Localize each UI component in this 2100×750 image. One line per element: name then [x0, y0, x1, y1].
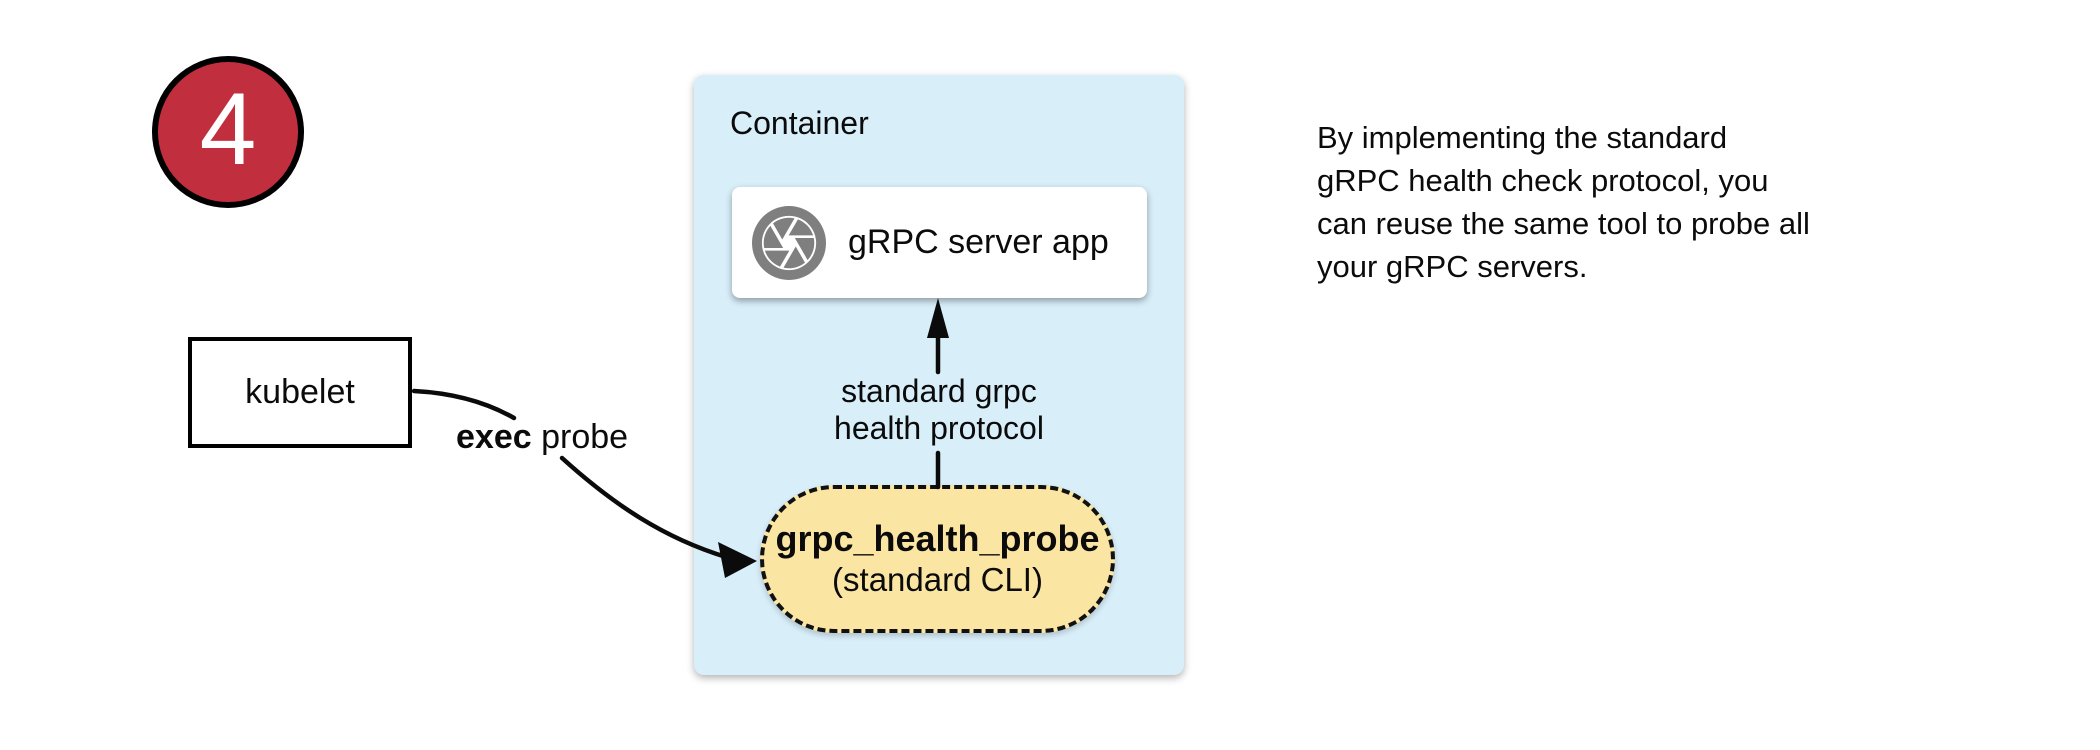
exec-probe-label: exec probe — [456, 418, 628, 457]
exec-probe-arrow-segment1 — [411, 388, 517, 421]
side-note-line3: can reuse the same tool to probe all — [1317, 206, 1810, 241]
grpc-server-app-label: gRPC server app — [848, 223, 1109, 261]
side-note-line4: your gRPC servers. — [1317, 249, 1588, 284]
aperture-icon — [752, 205, 826, 280]
side-note: By implementing the standard gRPC health… — [1317, 116, 1810, 288]
step-number-badge: 4 — [152, 56, 304, 208]
kubelet-label: kubelet — [245, 373, 355, 411]
container-title: Container — [730, 105, 869, 141]
exec-probe-label-bold: exec — [456, 418, 532, 456]
grpc-server-app-box: gRPC server app — [732, 187, 1147, 298]
side-note-line2: gRPC health check protocol, you — [1317, 163, 1769, 198]
container-group: Container gRPC server app standard grpc … — [694, 75, 1184, 675]
step-number: 4 — [199, 72, 257, 186]
protocol-arrow-label-line1: standard grpc — [841, 373, 1037, 409]
grpc-health-probe-subtitle: (standard CLI) — [832, 561, 1043, 598]
grpc-health-probe-pill: grpc_health_probe (standard CLI) — [760, 485, 1115, 633]
kubelet-box: kubelet — [188, 337, 412, 448]
exec-probe-label-regular: probe — [531, 418, 629, 456]
side-note-line1: By implementing the standard — [1317, 120, 1728, 155]
grpc-health-probe-name: grpc_health_probe — [775, 518, 1100, 559]
protocol-arrow-label: standard grpc health protocol — [804, 373, 1074, 447]
protocol-arrow-label-line2: health protocol — [834, 410, 1044, 446]
